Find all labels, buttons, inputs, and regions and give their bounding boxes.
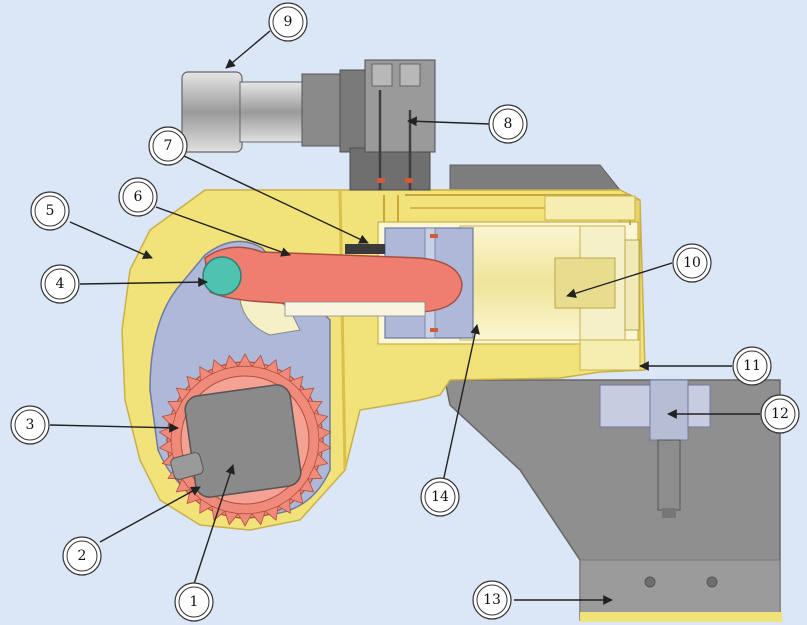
lever-pin [202, 256, 242, 296]
callout-11-label: 11 [743, 358, 761, 374]
callout-14-label: 14 [431, 489, 449, 505]
ratchet-tooth [211, 359, 226, 375]
callout-4: 4 [40, 264, 80, 304]
square-drive [170, 384, 302, 498]
callout-3-label: 3 [26, 417, 35, 433]
ratchet-tooth [167, 400, 183, 415]
callout-9-label: 9 [284, 14, 293, 30]
ratchet-tooth [224, 510, 239, 526]
ratchet-tooth [298, 387, 315, 402]
ratchet-tooth [186, 375, 202, 391]
leader-10 [566, 262, 673, 299]
drive-lever [204, 244, 463, 317]
cylinder-top-cover [449, 164, 622, 191]
ratchet-tooth [251, 510, 266, 526]
leader-6 [155, 206, 291, 257]
ratchet-tooth [313, 412, 329, 428]
callout-6: 6 [118, 177, 158, 217]
ratchet-tooth [199, 498, 213, 514]
ratchet-tooth [158, 425, 173, 441]
callout-11: 11 [732, 346, 772, 386]
leader-9 [225, 30, 271, 69]
leader-1 [193, 464, 235, 585]
ratchet-tooth [175, 387, 192, 402]
ratchet-tooth [237, 353, 253, 367]
callout-7-label: 7 [164, 138, 173, 154]
leader-lines [49, 30, 760, 605]
callout-12-label: 12 [771, 406, 789, 422]
callout-1: 1 [174, 582, 214, 622]
swivel-coupler [181, 59, 436, 191]
callout-7: 7 [148, 126, 188, 166]
callout-2: 2 [62, 536, 102, 576]
callout-4-label: 4 [56, 276, 65, 292]
reaction-arm [444, 379, 782, 622]
callout-1-label: 1 [190, 594, 199, 610]
callout-2-label: 2 [78, 548, 87, 564]
ratchet-tooth [277, 498, 291, 514]
ratchet-tooth [237, 513, 253, 527]
callout-12: 12 [760, 394, 800, 434]
ratchet-tooth [317, 425, 332, 441]
leader-2 [99, 486, 201, 543]
callout-13: 13 [472, 580, 512, 620]
ratchet-tooth [288, 375, 304, 391]
hydraulic-cylinder [377, 194, 641, 371]
callout-5-label: 5 [46, 203, 55, 219]
ratchet-tooth [264, 359, 279, 375]
leader-3 [49, 422, 179, 433]
leader-14 [442, 324, 480, 483]
ratchet-tooth [307, 465, 323, 480]
ratchet-tooth [277, 366, 291, 382]
callout-14: 14 [420, 477, 460, 517]
callout-6-label: 6 [134, 189, 143, 205]
callout-9: 9 [268, 2, 308, 42]
callout-5: 5 [30, 191, 70, 231]
ratchet-tooth [307, 400, 323, 415]
bolt-hole-right [706, 576, 718, 588]
ratchet-tooth [264, 505, 279, 521]
ratchet-tooth [313, 452, 329, 468]
callout-8: 8 [488, 104, 528, 144]
ratchet-tooth [288, 489, 304, 505]
relief-valve [599, 379, 711, 518]
ratchet-tooth [317, 439, 332, 455]
callout-8-label: 8 [504, 116, 513, 132]
callout-10: 10 [672, 243, 712, 283]
ratchet-tooth [224, 354, 239, 370]
leader-5 [69, 221, 153, 259]
ratchet-teeth [158, 353, 332, 527]
callout-10-label: 10 [683, 255, 701, 271]
ratchet-tooth [199, 366, 213, 382]
callout-13-label: 13 [483, 592, 501, 608]
ratchet-tooth [298, 478, 315, 493]
ratchet-tooth [251, 354, 266, 370]
ratchet-tooth [175, 478, 192, 493]
leader-7 [183, 155, 369, 244]
callout-3: 3 [10, 405, 50, 445]
leader-4 [79, 277, 208, 288]
ratchet-tooth [158, 439, 173, 455]
bolt-hole-left [644, 576, 656, 588]
leader-8 [407, 116, 491, 127]
